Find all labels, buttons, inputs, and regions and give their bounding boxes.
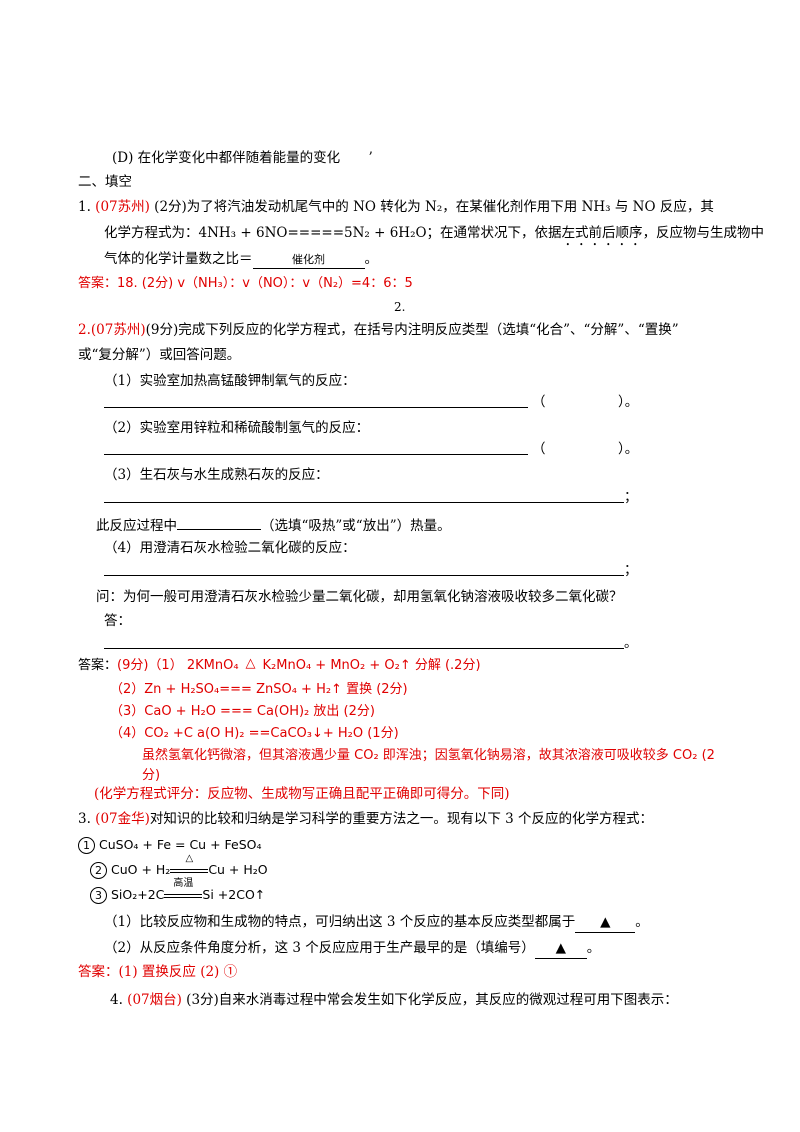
- q3-eq3: 3 SiO₂+2C 高温 Si +2CO↑: [90, 878, 266, 905]
- q1-num: 1.: [78, 199, 96, 215]
- q2-part4-period: 。: [624, 635, 638, 651]
- q1-line1: 1. (07苏州) (2分)为了将汽油发动机尾气中的 NO 转化为 N₂，在某催…: [78, 197, 714, 217]
- q3-eq1-text: CuSO₄ + Fe = Cu + FeSO₄: [98, 837, 262, 852]
- q3-text1: 对知识的比较和归纳是学习科学的重要方法之一。现有以下 3 个反应的化学方程式：: [149, 811, 654, 827]
- circled-2: 2: [90, 862, 107, 879]
- q1-answer: 答案：18. (2分) v（NH₃）：v（NO）：v（N₂）=4：6：5: [78, 276, 413, 291]
- q2-part2-paren-open: （: [532, 441, 546, 457]
- q2-part2: （2）实验室用锌粒和稀硫酸制氢气的反应：: [104, 420, 370, 436]
- stray-number: 2.: [394, 300, 406, 314]
- q1-blank[interactable]: 催化剂: [252, 251, 365, 269]
- q2-part1-paren-open: （: [532, 394, 546, 410]
- q2-line1: 2.(07苏州)(9分)完成下列反应的化学方程式，在括号内注明反应类型（选填“化…: [78, 320, 679, 340]
- q1-line3: 气体的化学计量数之比＝ 催化剂 。: [104, 249, 378, 269]
- q4-num: 4.: [110, 992, 128, 1008]
- q2-scoring-note: (化学方程式评分：反应物、生成物写正确且配平正确即可得分。下同): [94, 786, 510, 802]
- top-option: (D) 在化学变化中都伴随着能量的变化 ’: [112, 148, 373, 168]
- q2-part3: （3）生石灰与水生成熟石灰的反应：: [104, 467, 329, 483]
- q2-part4-question: 问：为何一般可用澄清石灰水检验少量二氧化碳，却用氢氧化钠溶液吸收较多二氧化碳？: [96, 589, 623, 605]
- q3-num: 3.: [78, 811, 96, 827]
- circled-1: 1: [78, 837, 95, 854]
- q1-text3b: 。: [364, 251, 379, 267]
- heat-symbol: △: [245, 656, 256, 671]
- q2-ans1-b: K₂MnO₄ + MnO₂ + O₂↑ 分解 (.2分): [262, 658, 481, 673]
- q2-answer-line2: （2）Zn + H₂SO₄=== ZnSO₄ + H₂↑ 置换 (2分): [110, 682, 408, 697]
- q1-text3a: 气体的化学计量数之比＝: [104, 251, 253, 267]
- q2-part3-answer-line[interactable]: [104, 502, 624, 503]
- q2-line2: 或“复分解”）或回答问题。: [78, 347, 241, 363]
- q3-line1: 3. (07金华)对知识的比较和归纳是学习科学的重要方法之一。现有以下 3 个反…: [78, 809, 653, 829]
- q3-sub1-blank[interactable]: ▲: [575, 912, 636, 933]
- q1-text2a: 化学方程式为：4NH₃ + 6NO=====5N₂ + 6H₂O；在通常状况下，…: [104, 225, 562, 241]
- q3-eq2: 2 CuO + H₂ △ Cu + H₂O: [90, 853, 268, 880]
- q3-sub2-mark: ▲: [555, 940, 566, 956]
- q3-source: (07金华): [95, 811, 150, 827]
- q2-text1: (9分)完成下列反应的化学方程式，在括号内注明反应类型（选填“化合”、“分解”、…: [145, 322, 679, 338]
- q3-eq3-equals: 高温: [164, 878, 203, 905]
- q2-source: 2.(07苏州): [78, 322, 146, 338]
- q3-sub1-text: （1）比较反应物和生成物的特点，可归纳出这 3 个反应的基本反应类型都属于: [104, 914, 576, 930]
- q3-eq3-a: SiO₂+2C: [110, 887, 165, 902]
- high-temp-label: 高温: [173, 878, 194, 889]
- q2-part3-question: 此反应过程中 （选填“吸热”或“放出”）热量。: [96, 514, 451, 536]
- top-mark: ’: [368, 150, 373, 166]
- q3-sub2: （2）从反应条件角度分析，这 3 个反应应用于生产最早的是（填编号） ▲ 。: [104, 938, 600, 959]
- q2-ans-label: 答案：: [78, 658, 118, 673]
- q3-sub2-blank[interactable]: ▲: [534, 938, 587, 959]
- q3-answer: 答案：(1) 置换反应 (2) ①: [78, 964, 238, 980]
- q2-part4-semicolon: ；: [624, 562, 638, 578]
- q2-part3-q-a: 此反应过程中: [96, 518, 177, 534]
- q1-source: (07苏州): [95, 199, 150, 215]
- q2-part3-semicolon: ；: [624, 489, 638, 505]
- q2-part4-answer-label: 答：: [104, 613, 131, 629]
- q2-part4-answer-line[interactable]: [104, 575, 624, 576]
- q2-ans1-a: (9分)（1） 2KMnO₄: [117, 658, 239, 673]
- q4-line1: 4. (07烟台) (3分)自来水消毒过程中常会发生如下化学反应，其反应的微观过…: [110, 990, 678, 1010]
- q2-part3-q-b: （选填“吸热”或“放出”）热量。: [261, 518, 451, 534]
- q3-eq2-equals: △: [170, 853, 209, 880]
- q3-eq2-a: CuO + H₂: [110, 862, 171, 877]
- heat-symbol-2: △: [185, 853, 194, 864]
- q3-eq1: 1 CuSO₄ + Fe = Cu + FeSO₄: [78, 835, 262, 855]
- q4-source: (07烟台): [127, 992, 182, 1008]
- option-d-text: (D) 在化学变化中都伴随着能量的变化: [112, 150, 341, 166]
- q4-text: (3分)自来水消毒过程中常会发生如下化学反应，其反应的微观过程可用下图表示：: [181, 992, 678, 1008]
- q2-part1: （1）实验室加热高锰酸钾制氧气的反应：: [104, 373, 356, 389]
- section-title: 二、填空: [78, 174, 132, 190]
- q2-answer-line4: （4）CO₂ +C a(O H)₂ ==CaCO₃↓+ H₂O (1分): [110, 726, 399, 741]
- q1-text2b: ，反应物与生成物中: [642, 225, 765, 241]
- q3-sub1-mark: ▲: [600, 914, 611, 930]
- q3-eq2-b: Cu + H₂O: [208, 862, 268, 877]
- q2-part1-answer-line[interactable]: [104, 407, 528, 408]
- circled-3: 3: [90, 887, 107, 904]
- q2-ans1-arrow: △: [240, 656, 262, 676]
- q2-part2-paren-close: ）。: [618, 441, 639, 457]
- q2-answer-explain1: 虽然氢氧化钙微溶，但其溶液遇少量 CO₂ 即浑浊；因氢氧化钠易溶，故其浓溶液可吸…: [142, 748, 715, 763]
- q2-part3-blank[interactable]: [177, 514, 261, 530]
- q3-eq3-b: Si +2CO↑: [202, 887, 266, 902]
- q3-sub2-text: （2）从反应条件角度分析，这 3 个反应应用于生产最早的是（填编号）: [104, 940, 535, 956]
- q3-sub1-end: 。: [635, 914, 649, 930]
- q1-catalyst: 催化剂: [292, 253, 325, 266]
- q2-part2-answer-line[interactable]: [104, 454, 528, 455]
- q2-answer-line1: 答案：(9分)（1） 2KMnO₄ △ K₂MnO₄ + MnO₂ + O₂↑ 分解…: [78, 656, 481, 676]
- q2-part4-explain-line[interactable]: [104, 648, 624, 649]
- q1-dotted-text: 左式前后顺序: [561, 225, 643, 241]
- q1-text1: (2分)为了将汽油发动机尾气中的 NO 转化为 N₂，在某催化剂作用下用 NH₃…: [149, 199, 714, 215]
- q3-sub2-end: 。: [586, 940, 601, 956]
- q2-answer-explain2: 分): [142, 768, 161, 783]
- q2-answer-line3: （3）CaO + H₂O === Ca(OH)₂ 放出 (2分): [110, 704, 375, 719]
- q3-sub1: （1）比较反应物和生成物的特点，可归纳出这 3 个反应的基本反应类型都属于 ▲ 。: [104, 912, 649, 933]
- q2-part1-paren-close: ）。: [618, 394, 639, 410]
- q2-part4: （4）用澄清石灰水检验二氧化碳的反应：: [104, 540, 356, 556]
- q1-line2: 化学方程式为：4NH₃ + 6NO=====5N₂ + 6H₂O；在通常状况下，…: [104, 223, 764, 249]
